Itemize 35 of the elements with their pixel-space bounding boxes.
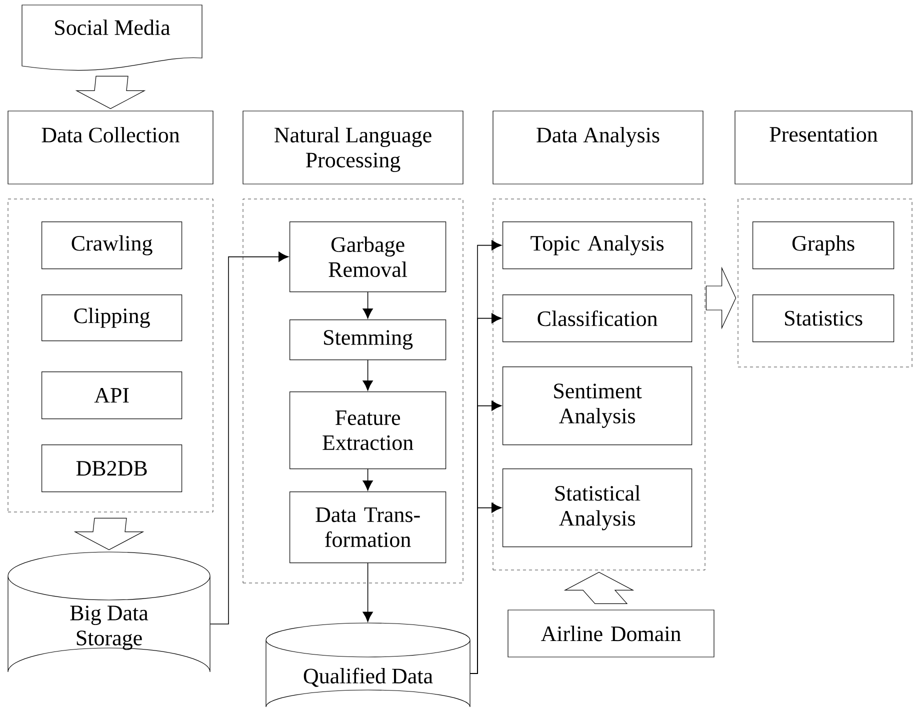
dashed-frame bbox=[8, 198, 214, 512]
block-arrow bbox=[706, 266, 736, 330]
database-cylinder: Big Data Storage bbox=[8, 552, 210, 672]
process-box: API bbox=[42, 372, 182, 420]
process-box: Feature Extraction bbox=[290, 392, 446, 470]
arrow bbox=[210, 252, 289, 624]
block-arrow bbox=[74, 518, 144, 550]
stage-header-box: Data Collection bbox=[8, 110, 214, 184]
process-box: Data Trans- formation bbox=[290, 492, 446, 564]
dashed-frame bbox=[242, 198, 464, 584]
process-box: Statistics bbox=[752, 294, 894, 342]
stage-header-box: Data Analysis bbox=[492, 110, 704, 184]
block-arrow bbox=[564, 572, 634, 604]
database-cylinder: Qualified Data bbox=[266, 622, 470, 708]
arrow bbox=[362, 292, 373, 319]
process-box: Topic Analysis bbox=[502, 222, 692, 270]
arrow bbox=[470, 502, 502, 674]
dashed-frame bbox=[738, 198, 912, 368]
process-box: Airline Domain bbox=[508, 610, 714, 658]
dashed-frame bbox=[492, 198, 706, 570]
process-box: Classification bbox=[502, 294, 692, 342]
arrow bbox=[362, 468, 373, 491]
stage-header-box: Natural Language Processing bbox=[242, 110, 464, 184]
process-box: DB2DB bbox=[42, 444, 182, 492]
process-box: Sentiment Analysis bbox=[502, 366, 692, 446]
block-arrow bbox=[75, 76, 146, 110]
process-box: Clipping bbox=[42, 294, 182, 342]
process-box: Statistical Analysis bbox=[502, 468, 692, 548]
process-box: Graphs bbox=[752, 222, 894, 270]
process-box: Garbage Removal bbox=[290, 222, 446, 292]
stage-header-box: Presentation bbox=[734, 110, 912, 184]
process-box: Crawling bbox=[42, 222, 182, 270]
arrow bbox=[362, 562, 373, 622]
arrow bbox=[362, 360, 373, 391]
process-box: Stemming bbox=[290, 320, 446, 360]
